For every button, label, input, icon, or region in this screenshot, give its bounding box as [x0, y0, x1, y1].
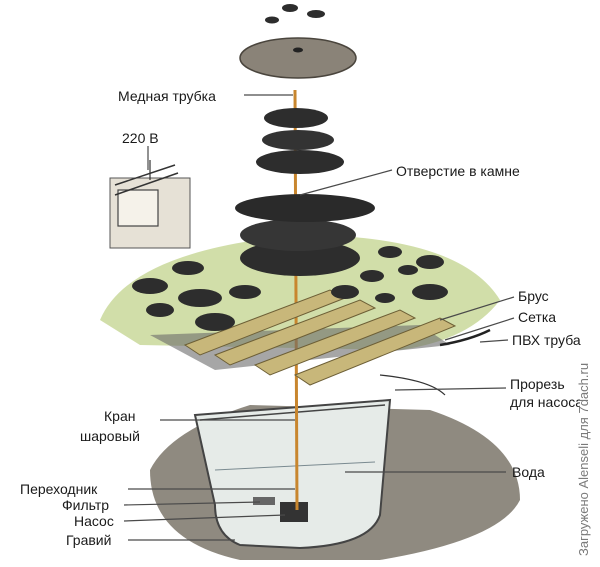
- label-adapter: Переходник: [20, 481, 98, 497]
- watermark-text: Загружено Alenseli для 7dach.ru: [576, 362, 591, 556]
- top-stone: [239, 37, 357, 79]
- label-filter: Фильтр: [62, 497, 110, 513]
- label-gravel: Гравий: [66, 532, 112, 548]
- power-outlet-box: [109, 160, 191, 249]
- leader-lines: [123, 94, 515, 541]
- water-container: [193, 398, 392, 550]
- label-slot-line2: для насоса: [510, 394, 580, 410]
- label-stone-hole: Отверстие в камне: [396, 163, 520, 179]
- label-water: Вода: [512, 464, 545, 480]
- beam-grid: [150, 289, 491, 396]
- label-pvc-tube: ПВХ труба: [512, 332, 581, 348]
- label-copper-tube: Медная трубка: [118, 88, 216, 104]
- stone-stack: [235, 108, 375, 276]
- pebbles: [132, 246, 448, 331]
- label-mesh: Сетка: [518, 309, 557, 325]
- filter-body: [253, 497, 275, 505]
- pump-body: [280, 502, 308, 522]
- label-pump: Насос: [74, 513, 114, 529]
- top-pebble: [282, 4, 298, 12]
- label-valve-line2: шаровый: [80, 428, 140, 444]
- label-valve-line1: Кран: [104, 408, 136, 424]
- label-voltage: 220 В: [122, 130, 159, 146]
- label-beam: Брус: [518, 288, 549, 304]
- label-slot-line1: Прорезь: [510, 376, 565, 392]
